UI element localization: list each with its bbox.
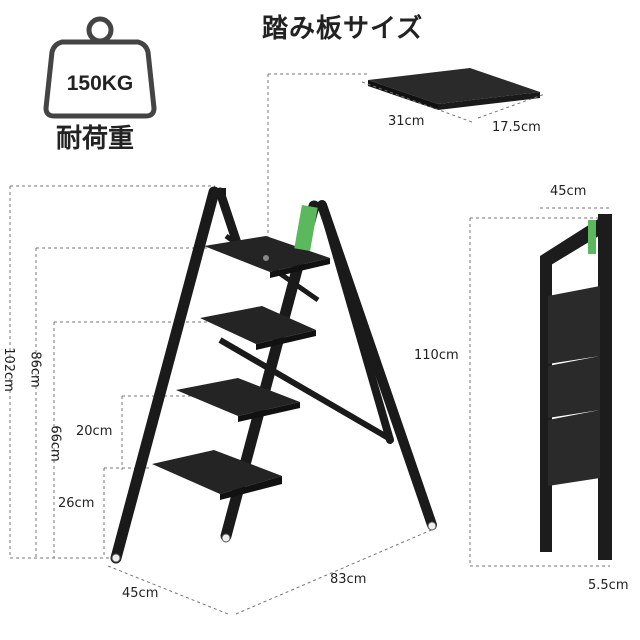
depth-label: 45cm: [122, 586, 159, 601]
tread-size-title: 踏み板サイズ: [262, 14, 424, 44]
tread-dimension-lines: [267, 73, 546, 240]
tread-width-label: 17.5cm: [492, 120, 541, 135]
step-ladder-image: [110, 186, 437, 564]
top-step-height-label: 86cm: [27, 351, 43, 388]
total-height-label: 102cm: [0, 347, 16, 392]
tread-board-image: [368, 68, 540, 110]
first-step-height-label: 26cm: [58, 496, 95, 511]
step-spacing-label: 20cm: [76, 424, 113, 439]
base-width-label: 83cm: [330, 572, 367, 587]
weight-capacity-value: 150KG: [66, 72, 134, 95]
folded-thickness-label: 5.5cm: [588, 578, 629, 593]
weight-icon: [43, 16, 157, 119]
mid-step-height-label: 66cm: [47, 425, 63, 462]
ladder-dimension-lines: [9, 185, 437, 615]
folded-width-label: 45cm: [550, 184, 587, 199]
folded-dimension-lines: [469, 207, 612, 567]
tread-depth-label: 31cm: [388, 114, 425, 129]
folded-ladder-image: [540, 214, 612, 560]
load-capacity-label: 耐荷重: [56, 124, 135, 154]
folded-height-label: 110cm: [414, 348, 459, 363]
